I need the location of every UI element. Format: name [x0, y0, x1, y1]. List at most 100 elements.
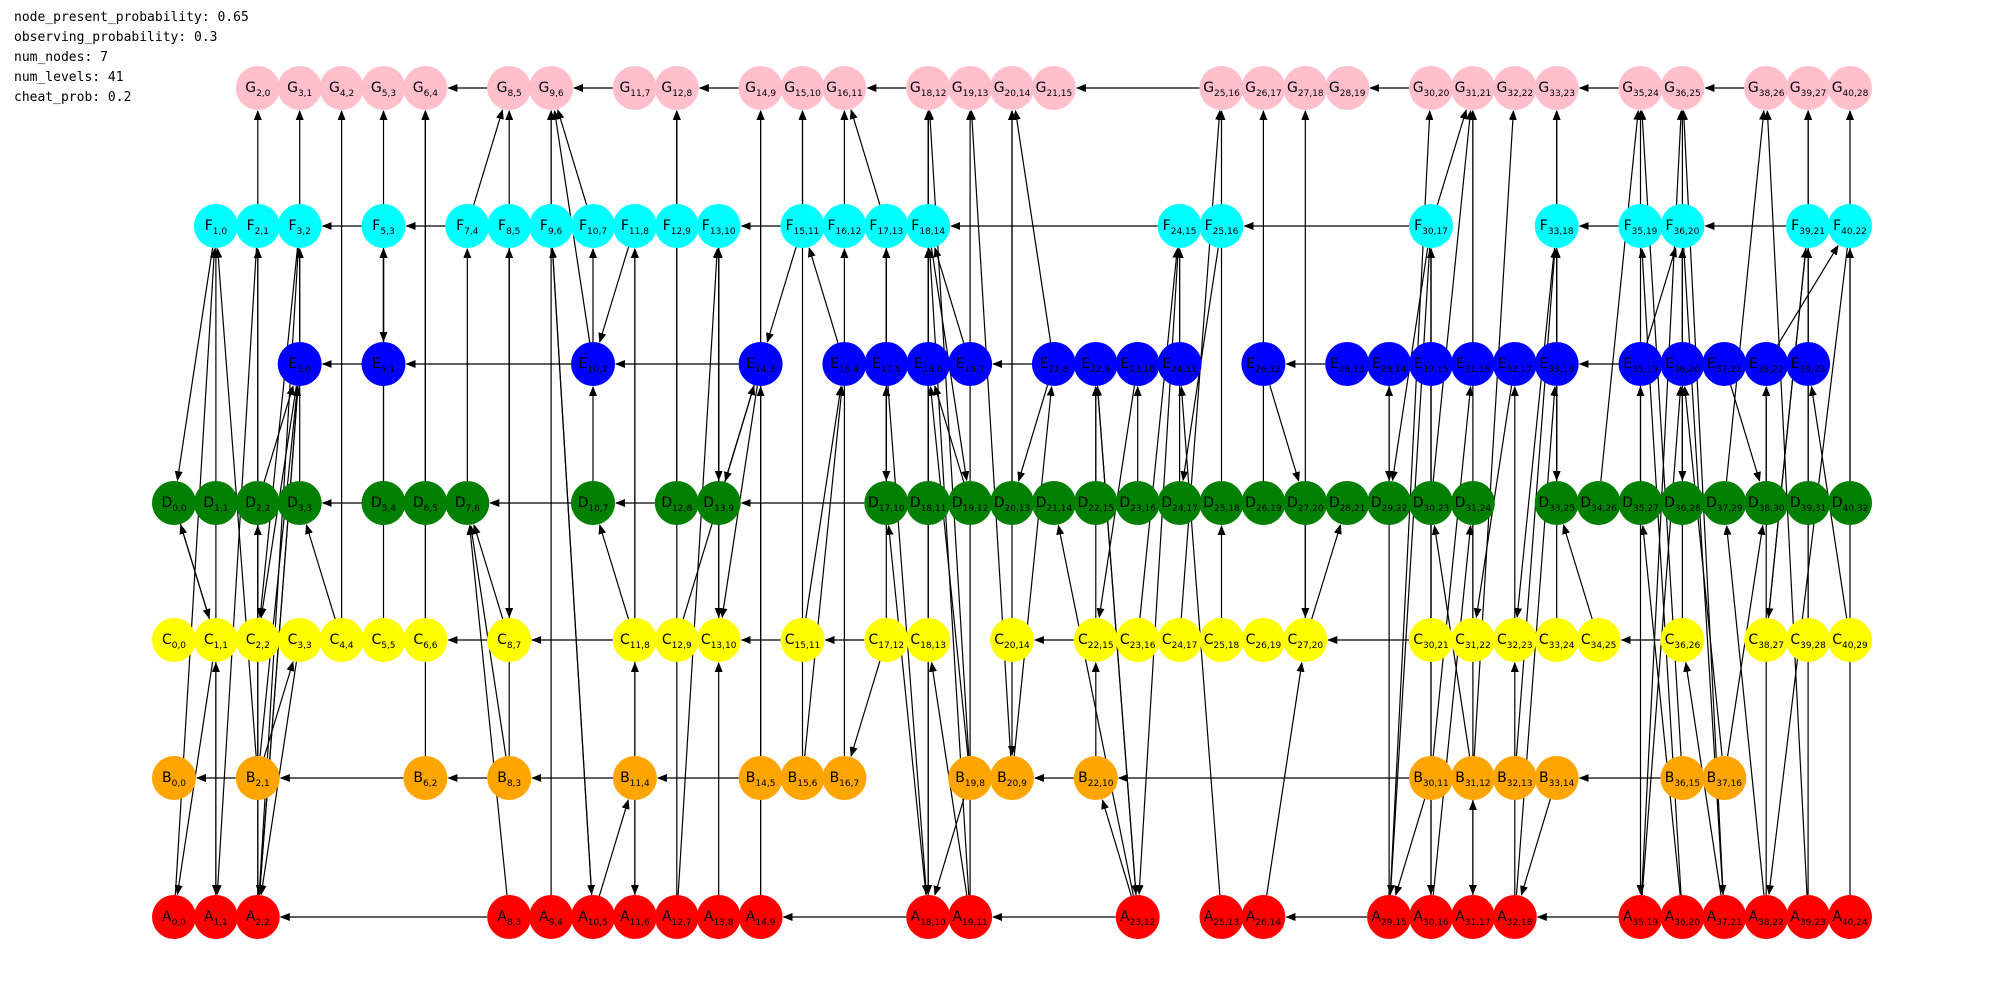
node-circle: [738, 66, 783, 110]
node-circle: [1450, 66, 1495, 110]
node-circle: [152, 895, 196, 939]
node-circle: [822, 756, 867, 800]
edge-C15-to-E16: [805, 385, 844, 619]
node-label: F8,5: [498, 218, 520, 237]
node-circle: [1534, 618, 1579, 662]
node-C-20-14: C20,14: [990, 618, 1034, 662]
node-label: G31,21: [1455, 80, 1492, 99]
edge-A36-to-D35: [1639, 524, 1681, 896]
node-label: B33,14: [1539, 770, 1575, 789]
node-label: G21,15: [1036, 80, 1073, 99]
node-label: C39,28: [1790, 632, 1826, 651]
node-label: F36,20: [1665, 218, 1699, 237]
node-circle: [1786, 204, 1831, 248]
node-B-19-8: B19,8: [948, 756, 993, 800]
edge-B37-to-E36: [1681, 385, 1723, 757]
node-circle: [864, 481, 909, 525]
node-G-8-5: G8,5: [487, 66, 532, 110]
node-circle: [529, 204, 574, 248]
edge-A23-to-D21: [1056, 524, 1134, 896]
node-circle: [1450, 895, 1495, 939]
node-circle: [906, 481, 951, 525]
node-B-32-13: B32,13: [1492, 756, 1537, 800]
node-D-23-16: D23,16: [1115, 481, 1160, 525]
node-circle: [780, 66, 825, 110]
node-circle: [1450, 342, 1495, 386]
node-B-37-16: B37,16: [1702, 756, 1747, 800]
node-label: F30,17: [1414, 218, 1448, 237]
node-circle: [1492, 756, 1537, 800]
edge-B20-to-E21: [1013, 385, 1055, 757]
node-circle: [948, 481, 993, 525]
node-circle: [1241, 342, 1286, 386]
node-F-18-14: F18,14: [906, 204, 951, 248]
node-label: C18,13: [910, 632, 946, 651]
node-circle: [1618, 481, 1663, 525]
node-G-30-20: G30,20: [1409, 66, 1453, 110]
node-G-11-7: G11,7: [612, 66, 657, 110]
node-G-25-16: G25,16: [1199, 66, 1244, 110]
node-circle: [990, 618, 1034, 662]
node-label: D37,29: [1706, 495, 1743, 514]
node-label: B15,6: [788, 770, 818, 789]
edge-F11-to-E10: [598, 246, 630, 343]
node-C-27-20: C27,20: [1283, 618, 1328, 662]
node-circle: [1492, 895, 1537, 939]
node-label: G27,18: [1287, 80, 1324, 99]
node-circle: [696, 204, 741, 248]
node-label: C4,4: [330, 632, 354, 651]
edge-B30-to-A29: [1394, 798, 1426, 896]
node-circle: [1115, 342, 1160, 386]
node-A-11-6: A11,6: [612, 895, 657, 939]
node-G-12-8: G12,8: [654, 66, 699, 110]
node-G-9-6: G9,6: [529, 66, 574, 110]
node-F-36-20: F36,20: [1660, 204, 1705, 248]
node-F-35-19: F35,19: [1618, 204, 1663, 248]
node-label: A19,11: [952, 909, 987, 928]
node-label: G36,25: [1664, 80, 1701, 99]
node-circle: [864, 204, 909, 248]
node-circle: [780, 756, 825, 800]
node-label: B22,10: [1078, 770, 1114, 789]
edge-A10-to-F9: [549, 247, 593, 896]
node-label: E23,10: [1120, 356, 1155, 375]
node-circle: [780, 618, 825, 662]
edge-A18-to-D17: [885, 524, 927, 896]
node-A-26-14: A26,14: [1241, 895, 1286, 939]
node-D-21-14: D21,14: [1031, 481, 1076, 525]
node-label: A13,8: [704, 909, 734, 928]
node-label: F18,14: [911, 218, 945, 237]
node-circle: [571, 342, 615, 386]
node-label: B36,15: [1665, 770, 1700, 789]
node-label: F7,4: [456, 218, 479, 237]
node-label: F3,2: [289, 218, 311, 237]
node-label: A35,19: [1623, 909, 1659, 928]
node-E-16-4: E16,4: [822, 342, 867, 386]
node-B-20-9: B20,9: [990, 756, 1034, 800]
node-label: A1,1: [204, 909, 228, 928]
node-E-21-8: E21,8: [1031, 342, 1076, 386]
node-label: C36,26: [1665, 632, 1701, 651]
node-circle: [1073, 756, 1118, 800]
node-circle: [906, 618, 951, 662]
node-B-6-2: B6,2: [403, 756, 448, 800]
node-circle: [529, 895, 574, 939]
node-circle: [1199, 66, 1244, 110]
node-circle: [822, 342, 867, 386]
node-circle: [738, 342, 783, 386]
node-circle: [1073, 481, 1118, 525]
node-C-1-1: C1,1: [193, 618, 238, 662]
edge-C17-to-B16: [849, 660, 881, 757]
node-circle: [487, 756, 532, 800]
node-circle: [235, 481, 280, 525]
node-circle: [1660, 342, 1705, 386]
edge-E16-to-F15: [807, 247, 839, 344]
node-circle: [1492, 342, 1537, 386]
edge-A38-to-D37: [1723, 524, 1765, 896]
node-F-8-5: F8,5: [487, 204, 532, 248]
node-circle: [1115, 481, 1160, 525]
node-label: E33,18: [1539, 356, 1574, 375]
node-circle: [948, 342, 993, 386]
node-C-2-2: C2,2: [235, 618, 280, 662]
